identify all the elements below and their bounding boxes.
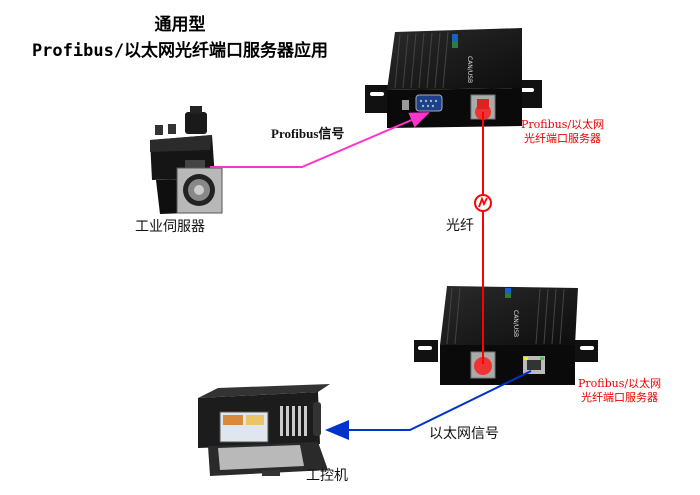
servo-motor-icon	[150, 106, 223, 214]
server-bottom-device: CAN/USB	[414, 286, 598, 385]
ethernet-signal-label: 以太网信号	[429, 426, 499, 442]
server-bottom-label-line2: 光纤端口服务器	[581, 391, 659, 404]
servo-label: 工业伺服器	[135, 219, 205, 235]
fiber-link-icon	[474, 194, 492, 212]
svg-text:CAN/USB: CAN/USB	[466, 56, 473, 83]
fiber-label: 光纤	[446, 218, 474, 234]
ethernet-signal-line	[325, 370, 532, 440]
server-bottom-label-line1: Profibus/以太网	[578, 377, 662, 390]
profibus-signal-line	[210, 112, 430, 168]
server-top-label: Profibus/以太网 光纤端口服务器	[521, 118, 604, 146]
server-top-label-line1: Profibus/以太网	[521, 118, 605, 131]
diagram-title-line2: Profibus/以太网光纤端口服务器应用	[31, 41, 329, 61]
ipc-label: 工控机	[306, 468, 348, 484]
profibus-signal-label: Profibus信号	[271, 126, 345, 141]
industrial-pc-icon	[198, 384, 330, 476]
diagram-title-line1: 通用型	[154, 15, 206, 35]
server-top-label-line2: 光纤端口服务器	[524, 132, 602, 145]
svg-text:CAN/USB: CAN/USB	[512, 310, 519, 337]
server-top-device: CAN/USB	[365, 28, 542, 128]
server-bottom-label: Profibus/以太网 光纤端口服务器	[578, 377, 661, 405]
